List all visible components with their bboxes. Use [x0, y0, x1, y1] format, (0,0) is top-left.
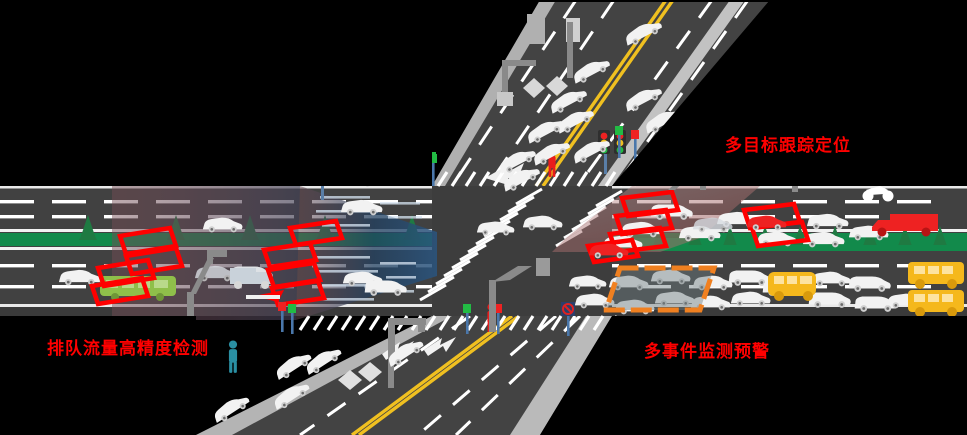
gantry-left-small [207, 250, 227, 264]
signal-post-green-3[interactable] [288, 304, 296, 334]
signal-post-red-4[interactable] [494, 304, 502, 334]
label-event-monitoring: 多事件监测预警 [644, 342, 770, 362]
motorcycle-icon [862, 176, 894, 202]
no-parking-sign[interactable] [561, 302, 575, 336]
event-detection-box [602, 265, 718, 313]
gantry-upper-signs [497, 14, 580, 106]
signal-post-red-3[interactable] [278, 302, 286, 332]
gantry-lower-L [388, 318, 426, 364]
label-multi-target-tracking: 多目标跟踪定位 [725, 136, 851, 156]
gantry-lower-diamond-signs [338, 362, 394, 390]
bus-yellow-minibus [768, 272, 816, 301]
signal-post-green-4[interactable] [463, 304, 471, 334]
mid-pole-left [187, 258, 214, 328]
gantry-mid-pole [489, 258, 550, 332]
truck-red [872, 214, 938, 237]
intersection-area [432, 186, 612, 316]
queue-detection-frames [89, 218, 346, 308]
crosswalk-diagonal [419, 187, 543, 302]
queue-detect-arrow [246, 290, 284, 302]
bus-yellow-double-lower [908, 290, 964, 317]
signal-post-red-2[interactable] [631, 130, 639, 162]
signal-post-upper-green[interactable] [429, 154, 437, 186]
signal-post-green-2[interactable] [615, 126, 623, 158]
bus-yellow-double-upper [908, 262, 964, 289]
label-queue-detection: 排队流量高精度检测 [47, 339, 209, 359]
